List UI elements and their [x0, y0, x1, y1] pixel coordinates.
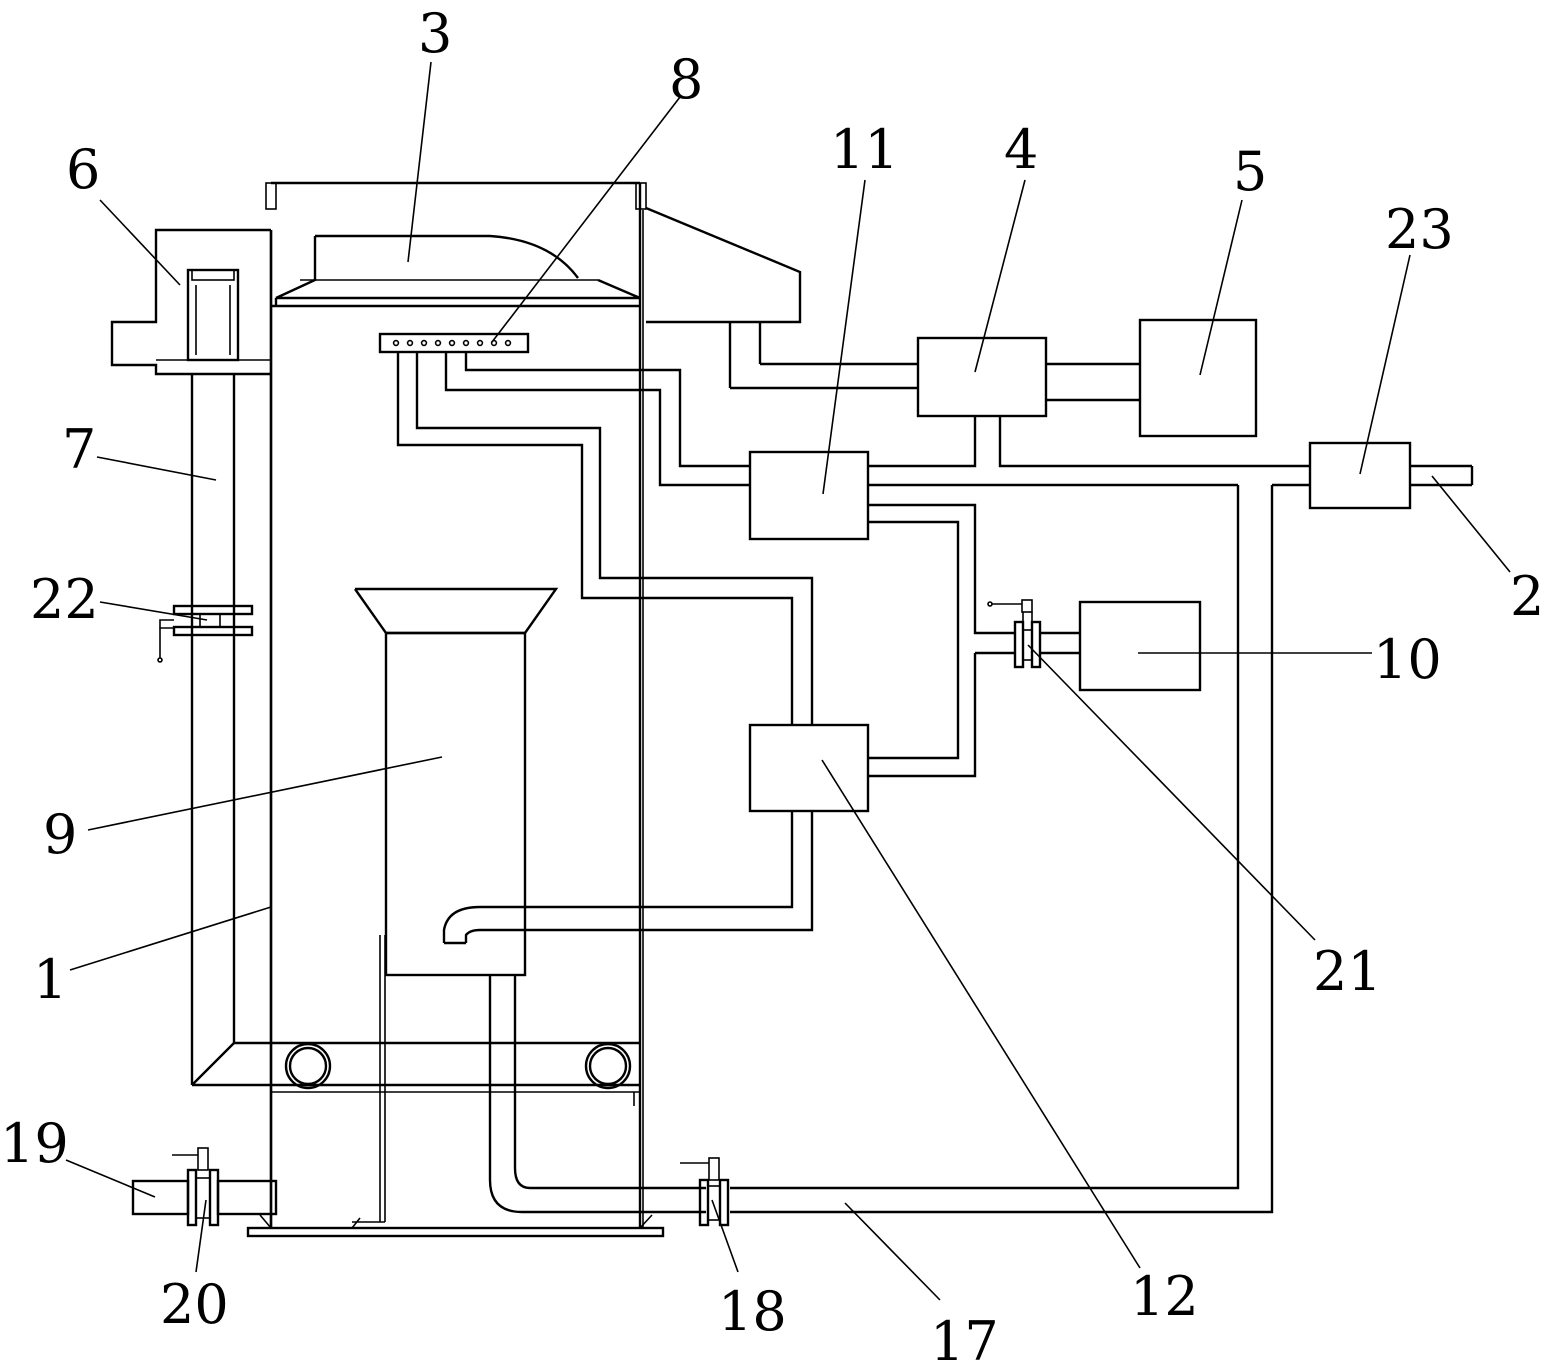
box-5 — [1138, 318, 1258, 438]
spray-bar — [378, 332, 530, 354]
inner-tank — [351, 587, 706, 1229]
label-6: 6 — [66, 138, 100, 201]
label-2: 2 — [1510, 565, 1544, 628]
label-23: 23 — [1385, 198, 1454, 261]
label-11: 11 — [830, 118, 899, 181]
label-21: 21 — [1313, 940, 1382, 1003]
left-unit — [110, 228, 640, 1106]
label-1: 1 — [33, 948, 67, 1011]
label-9: 9 — [43, 803, 77, 866]
label-18: 18 — [718, 1280, 787, 1343]
exhaust-duct — [645, 206, 918, 390]
valve-20-pipe-19 — [131, 1147, 278, 1227]
label-22: 22 — [30, 568, 99, 631]
box-10 — [1078, 600, 1202, 692]
label-17: 17 — [930, 1310, 999, 1367]
main-tower — [246, 181, 665, 1238]
label-10: 10 — [1373, 628, 1442, 691]
valve-21 — [987, 599, 1042, 669]
valve-18 — [680, 1157, 730, 1227]
box-23 — [1308, 441, 1412, 510]
label-12: 12 — [1130, 1265, 1199, 1328]
leader-lines — [65, 61, 1511, 1301]
label-8: 8 — [669, 48, 703, 111]
label-7: 7 — [62, 418, 96, 481]
label-3: 3 — [418, 2, 452, 65]
box-4 — [916, 336, 1048, 418]
box-11 — [748, 450, 870, 541]
piping — [396, 352, 1474, 1214]
label-4: 4 — [1004, 118, 1038, 181]
label-19: 19 — [0, 1112, 69, 1175]
box-12 — [748, 723, 870, 813]
top-hood — [274, 234, 641, 306]
label-20: 20 — [160, 1273, 229, 1336]
label-5: 5 — [1233, 140, 1267, 203]
